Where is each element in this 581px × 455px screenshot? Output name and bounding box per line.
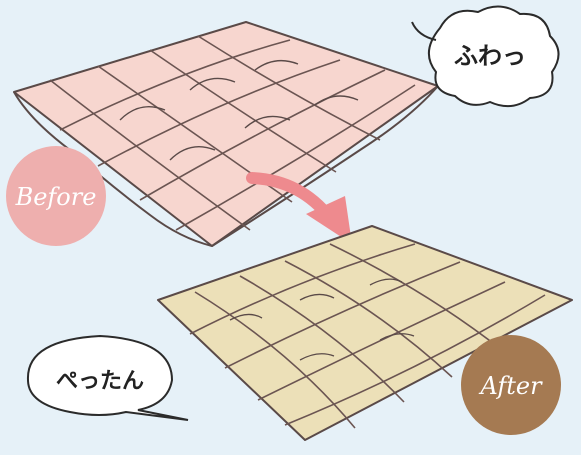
before-badge: Before (6, 146, 106, 246)
fluffy-futon (13, 21, 439, 247)
down-right-arrow-icon (246, 172, 352, 244)
after-label: After (478, 372, 543, 400)
flat-futon (157, 225, 573, 441)
before-label: Before (15, 183, 97, 211)
flat-bubble-text: ぺったん (56, 369, 144, 394)
fluffy-bubble-text: ふわっ (454, 42, 526, 70)
after-badge: After (461, 335, 561, 435)
fluffy-speech-bubble: ふわっ (411, 5, 560, 108)
flat-speech-bubble: ぺったん (26, 334, 189, 421)
